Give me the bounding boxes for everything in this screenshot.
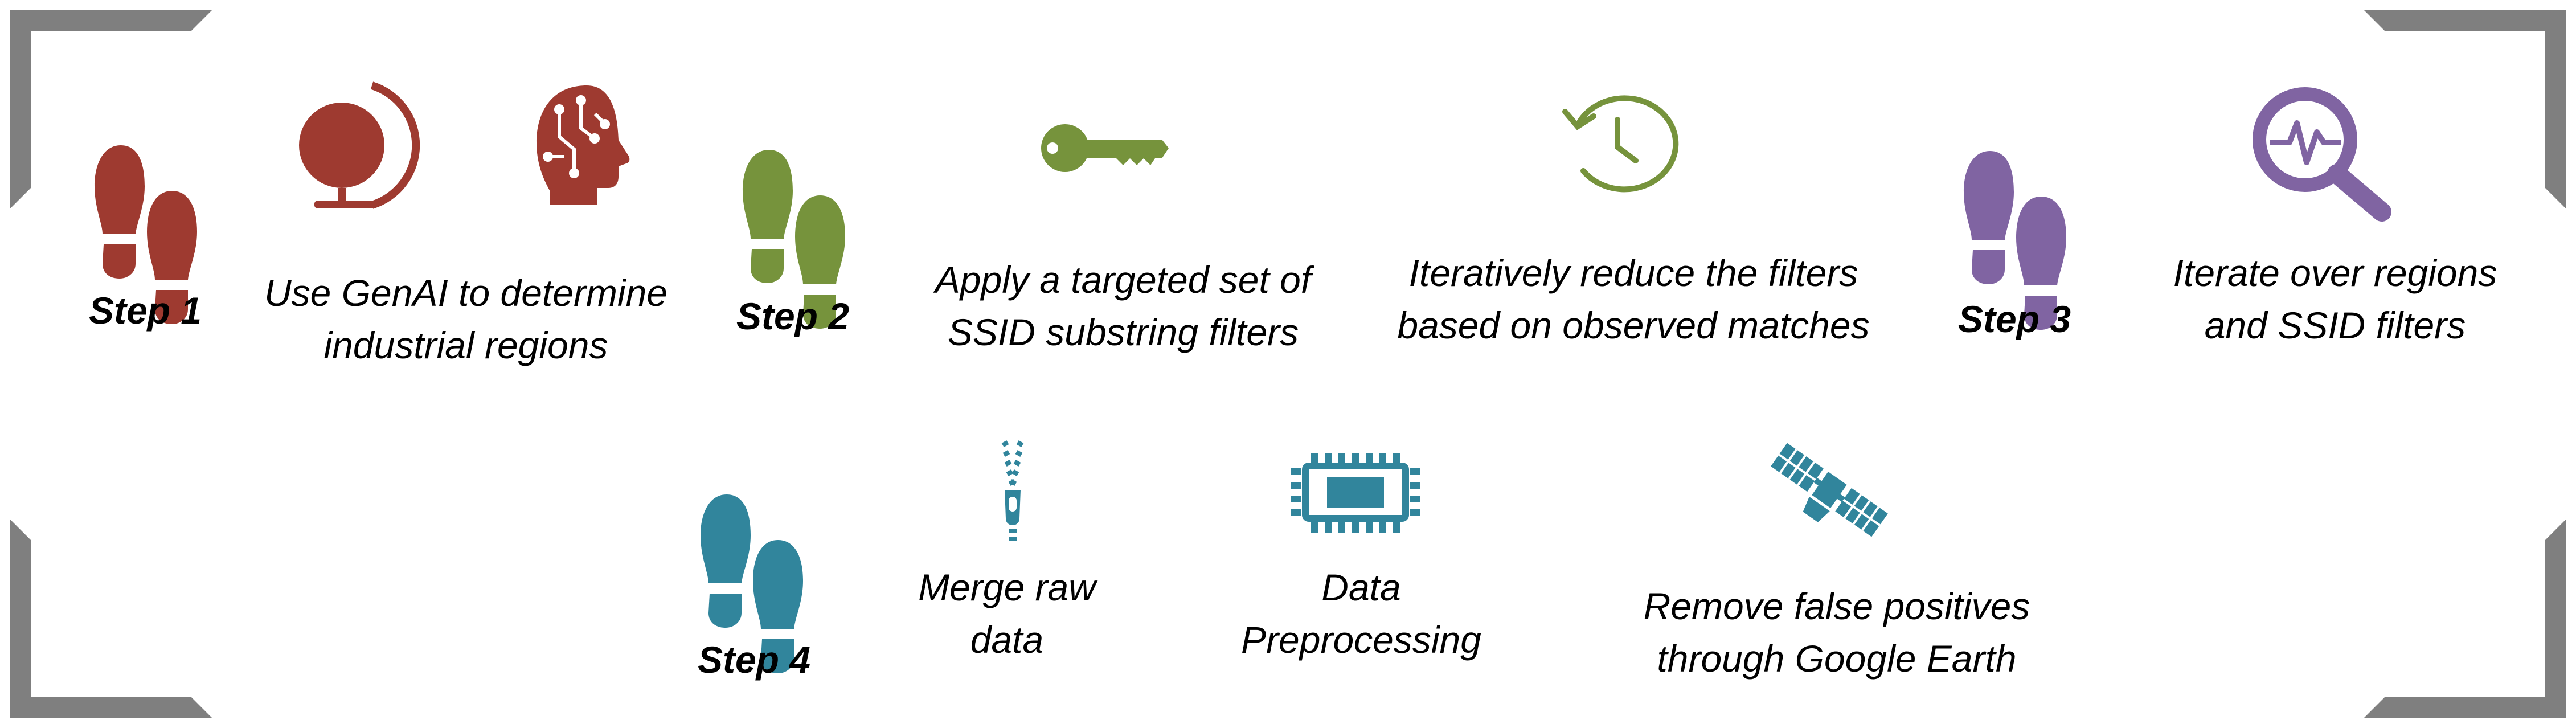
apply-filters-line-1: Apply a targeted set of xyxy=(935,259,1312,301)
genai-regions-line-2: industrial regions xyxy=(323,324,608,366)
ai-head-icon xyxy=(537,85,630,205)
step-1-label: Step 1 xyxy=(88,289,202,332)
step-4-label: Step 4 xyxy=(697,639,811,681)
frame-corner-top-right xyxy=(2364,10,2566,208)
frame-corner-top-left xyxy=(10,10,212,208)
genai-regions-text: Use GenAI to determine industrial region… xyxy=(264,267,667,371)
zipper-icon xyxy=(1001,440,1024,541)
remove-false-positives-text: Remove false positives through Google Ea… xyxy=(1644,580,2030,685)
merge-data-line-1: Merge raw xyxy=(918,566,1096,608)
step-3-label: Step 3 xyxy=(1957,298,2071,340)
frame-corners xyxy=(10,10,2566,718)
iterate-text: Iterate over regions and SSID filters xyxy=(2173,247,2497,351)
preprocessing-line-2: Preprocessing xyxy=(1241,619,1481,661)
iterate-line-1: Iterate over regions xyxy=(2173,252,2497,294)
chip-icon xyxy=(1291,453,1420,533)
remove-false-positives-line-1: Remove false positives xyxy=(1643,585,2030,627)
genai-regions-line-1: Use GenAI to determine xyxy=(264,272,668,314)
merge-data-text: Merge raw data xyxy=(918,561,1096,666)
reduce-filters-line-2: based on observed matches xyxy=(1397,304,1870,346)
frame-corner-bottom-left xyxy=(10,520,212,718)
iterate-line-2: and SSID filters xyxy=(2204,304,2466,346)
search-pulse-icon xyxy=(2253,87,2391,222)
preprocessing-text: Data Preprocessing xyxy=(1241,561,1481,666)
frame-corner-bottom-right xyxy=(2364,520,2566,718)
history-icon xyxy=(1562,95,1679,193)
globe-icon xyxy=(299,81,420,209)
satellite-icon xyxy=(1771,443,1888,537)
apply-filters-text: Apply a targeted set of SSID substring f… xyxy=(935,253,1311,358)
step-2-label: Step 2 xyxy=(736,295,850,337)
remove-false-positives-line-2: through Google Earth xyxy=(1657,637,2017,680)
preprocessing-line-1: Data xyxy=(1321,566,1401,608)
apply-filters-line-2: SSID substring filters xyxy=(947,311,1299,353)
reduce-filters-line-1: Iteratively reduce the filters xyxy=(1408,252,1858,294)
key-icon xyxy=(1041,124,1169,172)
reduce-filters-text: Iteratively reduce the filters based on … xyxy=(1397,247,1869,351)
merge-data-line-2: data xyxy=(970,619,1044,661)
